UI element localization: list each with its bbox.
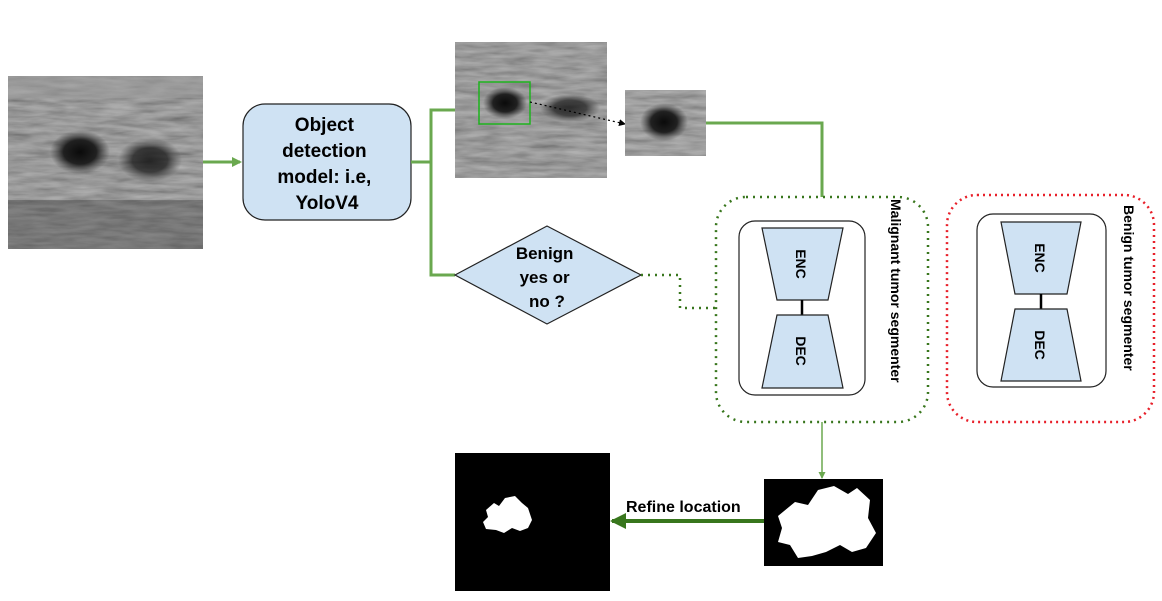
connector-detector-to-decision (429, 162, 455, 277)
malignant-segmenter-title: Malignant tumor segmenter (888, 199, 904, 383)
benign-segmenter: ENC DEC Benign tumor segmenter (945, 193, 1156, 424)
encoder-block (761, 227, 844, 301)
final-segmentation-mask (455, 453, 610, 591)
refine-location-label: Refine location (626, 499, 741, 516)
benign-decision-diamond: Benign yes or no ? (453, 225, 643, 325)
connector-crop-to-segmenter (706, 121, 824, 197)
detector-label-line: detection (282, 141, 366, 162)
malignant-segmenter: ENC DEC Malignant tumor segmenter (714, 195, 930, 424)
connector-decision-to-segmenter (641, 273, 716, 310)
connector-detector-branch (411, 108, 455, 164)
encoder-label: ENC (1032, 243, 1048, 273)
svg-text:Object detection m: Object detection model: i.e, YoloV4 (277, 115, 376, 214)
decoder-block (1000, 308, 1082, 382)
detector-label-line: model: i.e, (277, 167, 371, 188)
decision-label-line: Benign (516, 244, 574, 263)
detection-result-image (455, 42, 607, 178)
decision-label-line: no ? (529, 292, 565, 311)
cropped-segmentation-mask (764, 479, 883, 566)
decoder-label: DEC (793, 336, 809, 366)
cropped-lesion-image (625, 90, 706, 156)
decision-label-line: yes or (520, 268, 570, 287)
svg-text:Benign yes or no ?: Benign yes or no ? (516, 244, 578, 311)
decoder-block (761, 314, 844, 389)
decoder-label: DEC (1032, 330, 1048, 360)
encoder-label: ENC (793, 249, 809, 279)
detector-label-line: Object (295, 115, 355, 136)
input-ultrasound-image (8, 76, 203, 249)
detection-bounding-box (478, 81, 531, 125)
detector-label-line: YoloV4 (296, 193, 359, 214)
encoder-block (1000, 221, 1082, 295)
benign-segmenter-title: Benign tumor segmenter (1121, 205, 1137, 371)
object-detection-model-box: Object detection model: i.e, YoloV4 (242, 103, 412, 221)
arrow-crop (529, 101, 626, 127)
